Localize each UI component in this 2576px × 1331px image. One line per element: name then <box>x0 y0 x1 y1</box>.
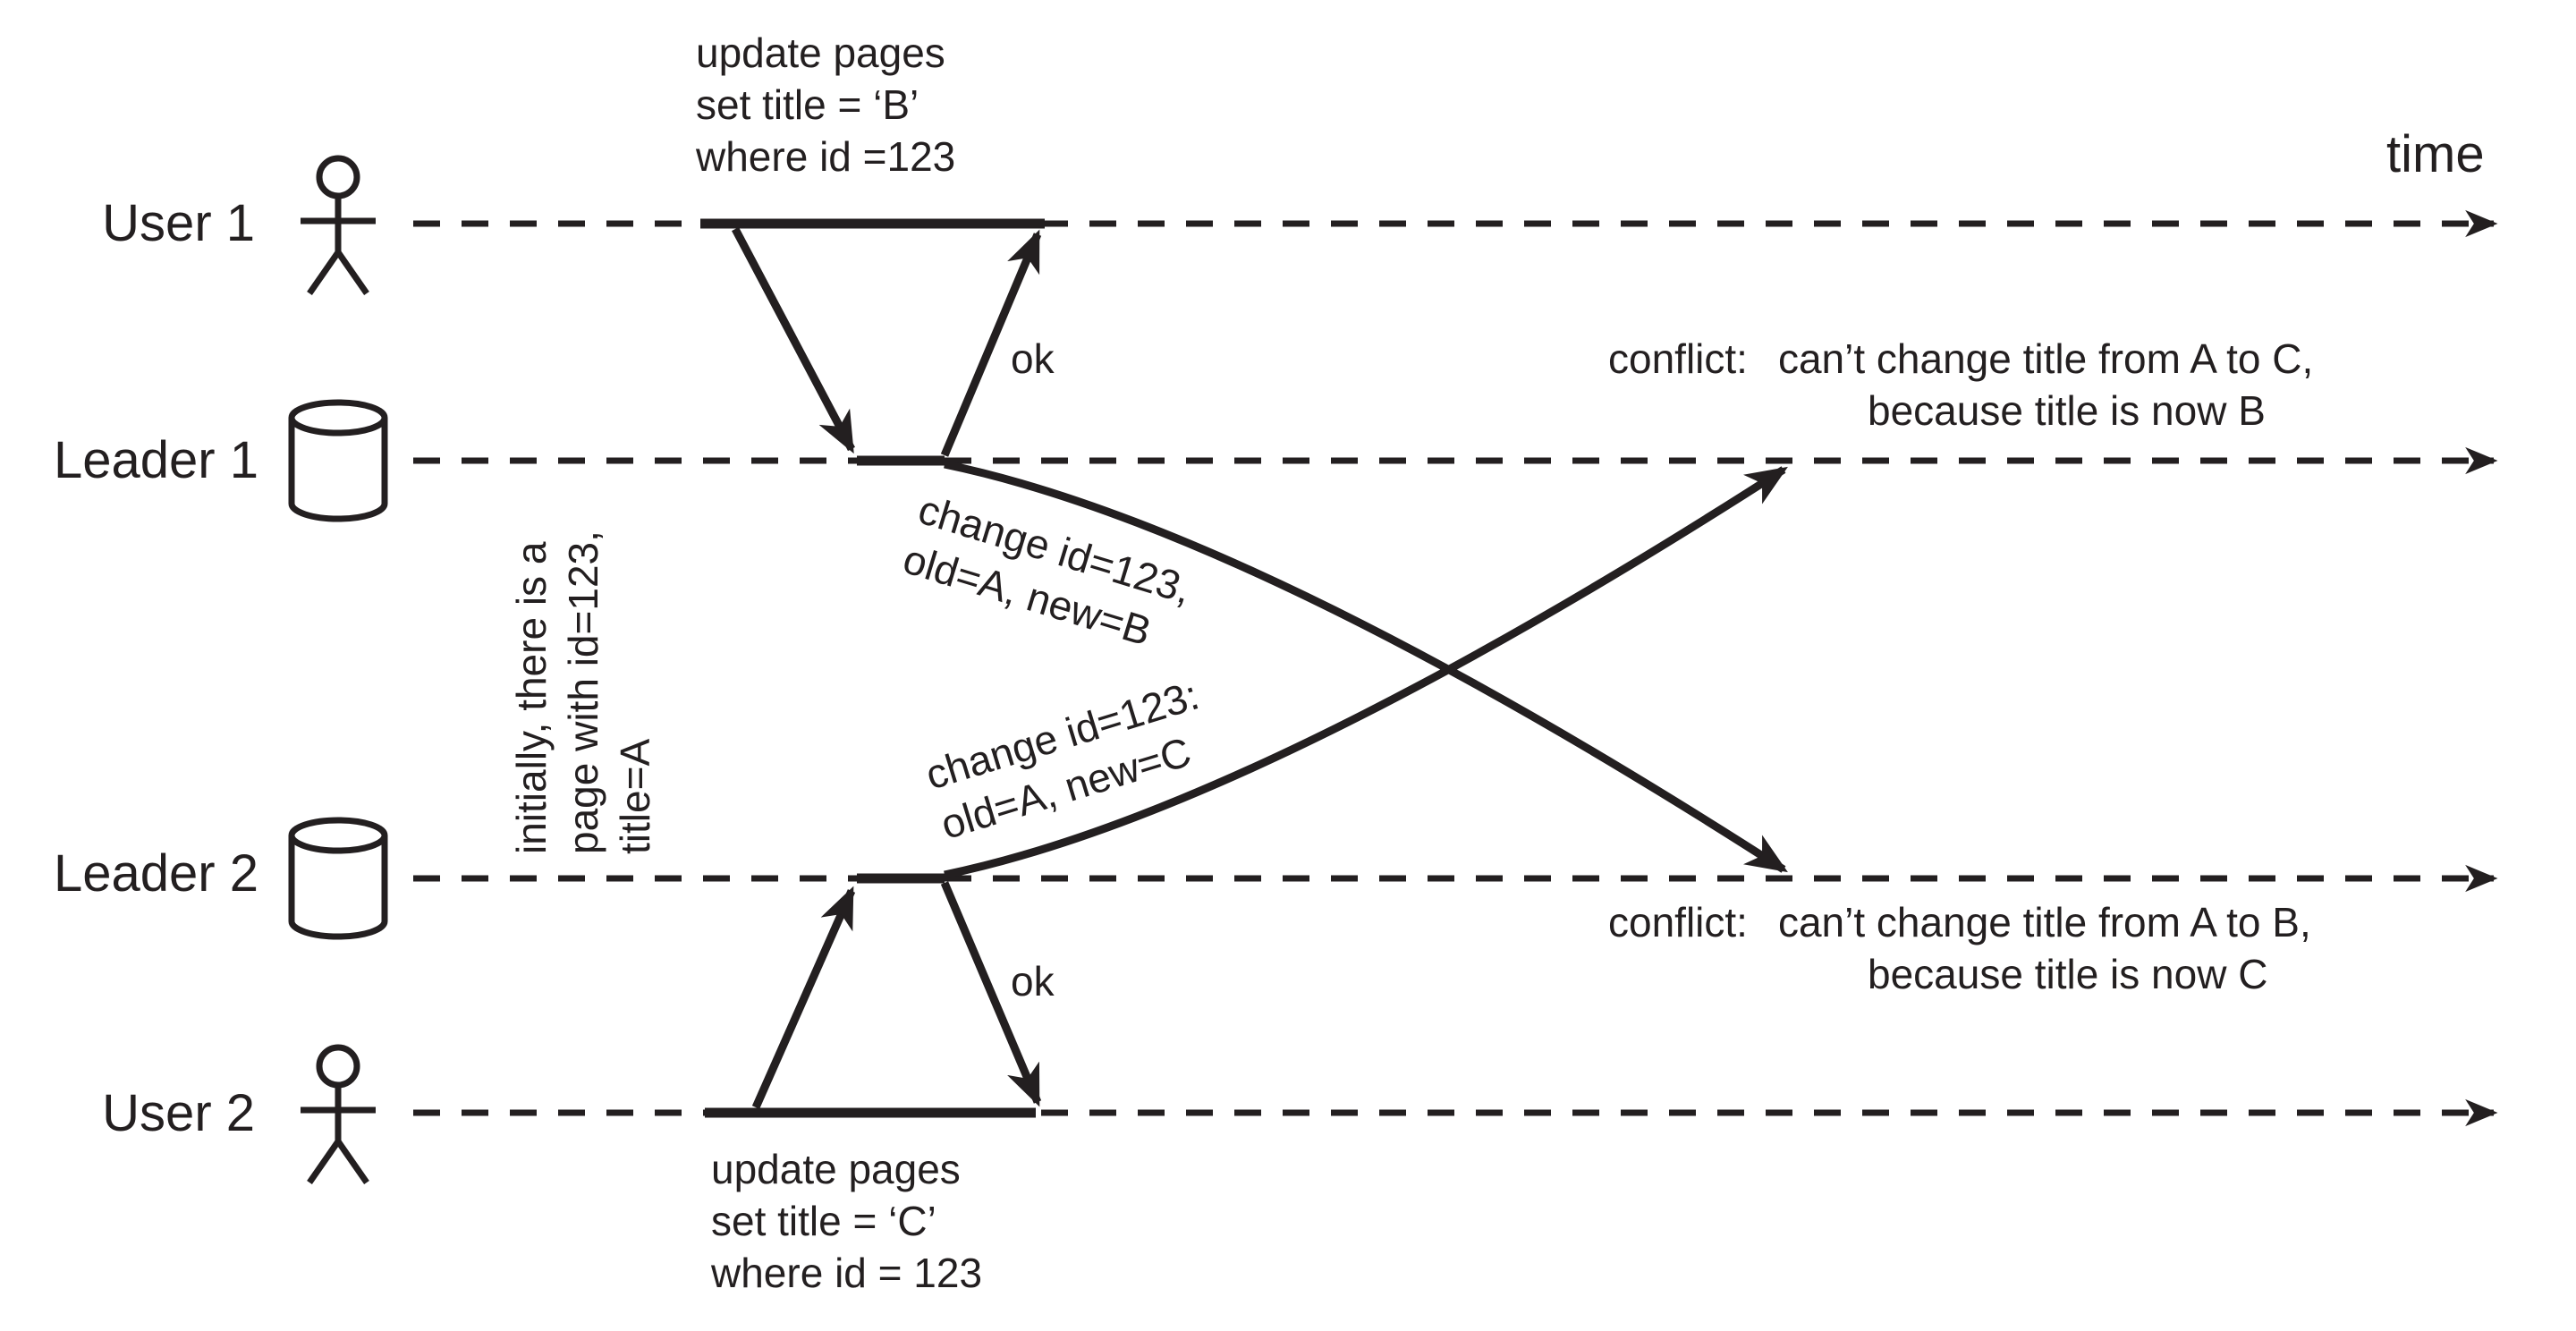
user1-update-query: update pages set title = ‘B’ where id =1… <box>696 27 955 182</box>
database-icon <box>288 817 388 940</box>
conflict-prefix: conflict: <box>1608 335 1748 382</box>
time-axis-label: time <box>2386 125 2485 183</box>
conflict-line: because title is now C <box>1868 951 2268 997</box>
conflict-text: can’t change title from A to C, <box>1777 335 2314 382</box>
query-line: update pages <box>711 1146 961 1192</box>
query-line: where id =123 <box>696 133 956 180</box>
arrow-replicate-leader1-to-leader2 <box>944 460 1788 873</box>
arrow-leader2-ok <box>940 881 1042 1107</box>
arrow-user1-request <box>732 226 855 454</box>
conflict-text: can’t change title from A to B, <box>1777 899 2311 945</box>
conflict-note-leader1: conflict: can’t change title from A to C,… <box>1608 333 2313 437</box>
conflict-line: conflict: can’t change title from A to B, <box>1608 896 2311 948</box>
ok-label-user1: ok <box>1011 335 1055 382</box>
query-line: where id = 123 <box>711 1250 983 1296</box>
query-line: update pages <box>696 30 945 76</box>
query-line: set title = ‘C’ <box>711 1198 936 1244</box>
arrow-replicate-leader2-to-leader1 <box>944 466 1788 879</box>
actor-label-user1: User 1 <box>102 194 255 252</box>
conflict-line: conflict: can’t change title from A to C, <box>1608 333 2313 385</box>
conflict-prefix: conflict: <box>1608 899 1748 945</box>
ok-label-user2: ok <box>1011 958 1055 1005</box>
user2-update-query: update pages set title = ‘C’ where id = … <box>711 1143 982 1299</box>
conflict-line: because title is now B <box>1868 387 2266 434</box>
person-icon <box>301 155 376 295</box>
initial-state-note: initially, there is a page with id=123, … <box>508 530 658 854</box>
actor-label-leader2: Leader 2 <box>54 844 258 903</box>
arrow-user2-request <box>751 886 856 1109</box>
query-line: set title = ‘B’ <box>696 81 919 128</box>
actor-label-user2: User 2 <box>102 1084 255 1142</box>
conflict-note-leader2: conflict: can’t change title from A to B,… <box>1608 896 2311 1000</box>
arrow-leader1-ok <box>940 229 1042 457</box>
database-icon <box>288 399 388 522</box>
actor-label-leader1: Leader 1 <box>54 431 258 489</box>
person-icon <box>301 1044 376 1184</box>
